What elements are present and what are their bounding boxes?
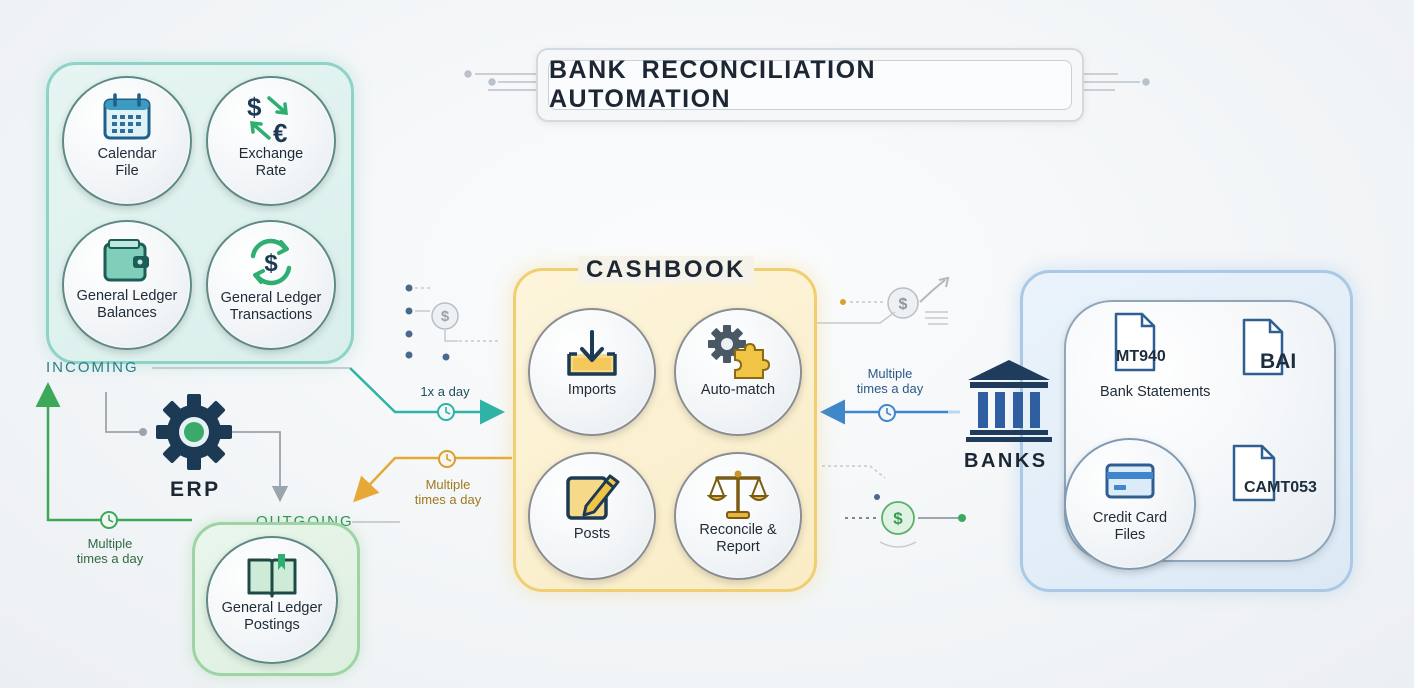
svg-text:$: $ xyxy=(899,296,908,313)
import-icon xyxy=(567,330,617,376)
banks-label: BANKS xyxy=(964,450,1048,472)
erp-to-cashbook-frequency: 1x a day xyxy=(420,384,470,399)
erp-to-cashbook-arrow xyxy=(349,367,505,425)
dollar-data-decoration-bottom-right: $ xyxy=(822,465,966,548)
currency-exchange-icon: $ € xyxy=(247,92,288,146)
dollar-data-decoration-left: $ xyxy=(405,284,500,361)
node-label: Auto-match xyxy=(700,382,776,398)
bai-file-icon xyxy=(1242,318,1284,376)
edit-icon xyxy=(566,474,620,520)
svg-text:$: $ xyxy=(893,509,903,528)
imports-node[interactable]: Imports xyxy=(528,308,656,436)
cashbook-to-erp-arrow xyxy=(353,456,512,503)
svg-text:$: $ xyxy=(441,308,450,325)
node-label: Posts xyxy=(573,526,611,542)
format-bai: BAI xyxy=(1260,350,1297,373)
title-decoration-right xyxy=(1080,73,1150,91)
page-title: BANK RECONCILIATION AUTOMATION xyxy=(549,56,877,113)
balance-scale-icon xyxy=(707,470,769,519)
cashbook-label: CASHBOOK xyxy=(578,256,755,284)
posts-node[interactable]: Posts xyxy=(528,452,656,580)
svg-text:$: $ xyxy=(264,250,278,277)
ledger-book-icon xyxy=(247,554,297,598)
format-mt940: MT940 xyxy=(1116,348,1166,365)
bank-statements-label: Bank Statements xyxy=(1100,384,1211,400)
credit-card-icon xyxy=(1105,463,1155,499)
node-label: Imports xyxy=(567,382,617,398)
title-banner-inner: BANK RECONCILIATION AUTOMATION xyxy=(548,56,1072,113)
auto-match-node[interactable]: Auto-match xyxy=(674,308,802,436)
node-label: Reconcile &Report xyxy=(699,522,777,555)
mt940-file-icon xyxy=(1114,312,1156,372)
calendar-icon xyxy=(103,93,151,140)
incoming-label: INCOMING xyxy=(46,359,139,376)
erp-gear-icon xyxy=(156,394,232,470)
incoming-to-erp-line xyxy=(105,392,140,433)
outgoing-to-incoming-loop xyxy=(35,382,192,522)
svg-text:$: $ xyxy=(247,92,262,122)
wallet-icon xyxy=(103,239,149,282)
svg-text:€: € xyxy=(273,118,287,146)
erp-label: ERP xyxy=(170,478,221,501)
dollar-growth-decoration-right: $ xyxy=(815,276,950,325)
erp-to-outgoing-line xyxy=(232,431,289,503)
gear-puzzle-icon xyxy=(708,325,771,379)
title-decoration-left xyxy=(464,70,536,91)
camt053-file-icon xyxy=(1232,444,1276,502)
bank-building-icon xyxy=(966,360,1052,442)
format-camt053: CAMT053 xyxy=(1244,479,1317,496)
reconcile-report-node[interactable]: Reconcile &Report xyxy=(674,452,802,580)
title-banner: BANK RECONCILIATION AUTOMATION xyxy=(536,48,1084,122)
dollar-cycle-icon: $ xyxy=(250,238,292,286)
